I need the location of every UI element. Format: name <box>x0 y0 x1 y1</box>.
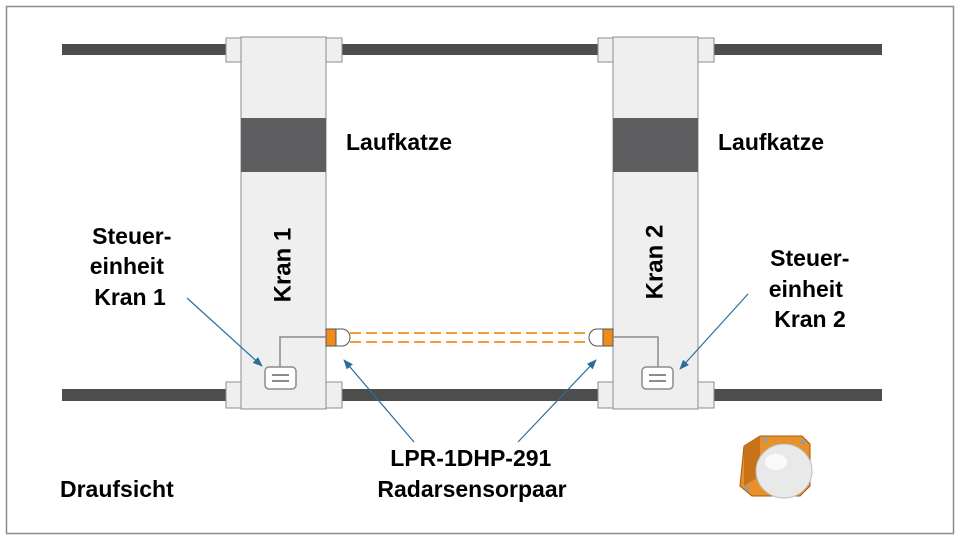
radar-sensor-product-icon <box>739 435 813 499</box>
cable-crane-2 <box>613 336 659 368</box>
control-unit-2-label: Steuer- einheit Kran 2 <box>769 245 856 332</box>
trolley-1 <box>241 118 326 172</box>
control-unit-1-label-line: Steuer- <box>92 223 171 249</box>
cable-crane-1 <box>279 336 326 368</box>
radar-sensor-icon <box>325 328 351 347</box>
radar-beam <box>350 332 592 343</box>
crane-2-label: Kran 2 <box>642 225 669 300</box>
crane-1-bridge <box>240 36 327 410</box>
rail-bottom <box>62 389 882 401</box>
pointer-control-unit-2 <box>679 293 749 370</box>
pointer-control-unit-1 <box>186 297 263 367</box>
crane-1-label: Kran 1 <box>270 228 297 303</box>
view-label: Draufsicht <box>60 476 174 502</box>
crane-2-wheel <box>597 381 615 409</box>
outer-frame <box>5 5 955 535</box>
control-unit-icon <box>264 366 297 390</box>
control-unit-1-label-line: einheit <box>90 253 164 279</box>
crane-1-wheel <box>225 381 243 409</box>
crane-2-bridge <box>612 36 699 410</box>
control-unit-2-label-line: einheit <box>769 276 843 302</box>
sensor-pair-label-line: Radarsensorpaar <box>377 476 566 502</box>
sensor-pair-label-line: LPR-1DHP-291 <box>390 445 551 471</box>
crane-2-wheel <box>597 37 615 63</box>
trolley-1-label: Laufkatze <box>346 129 452 155</box>
control-unit-2-label-line: Steuer- <box>770 245 849 271</box>
control-unit-icon <box>641 366 674 390</box>
crane-2-wheel <box>697 381 715 409</box>
sensor-pair-label: LPR-1DHP-291 Radarsensorpaar <box>377 445 566 502</box>
crane-1-wheel <box>225 37 243 63</box>
control-unit-2-label-line: Kran 2 <box>774 306 846 332</box>
trolley-2 <box>613 118 698 172</box>
control-unit-1-label-line: Kran 1 <box>94 284 166 310</box>
pointer-sensor-1 <box>343 359 415 443</box>
crane-1-wheel <box>325 381 343 409</box>
crane-2: Kran 2 <box>597 36 715 410</box>
control-unit-1-label: Steuer- einheit Kran 1 <box>90 223 178 310</box>
pointer-sensor-2 <box>517 359 597 443</box>
crane-1-wheel <box>325 37 343 63</box>
crane-1: Kran 1 <box>225 36 343 410</box>
radar-sensor-icon <box>588 328 614 347</box>
crane-2-wheel <box>697 37 715 63</box>
rail-top <box>62 44 882 55</box>
trolley-2-label: Laufkatze <box>718 129 824 155</box>
